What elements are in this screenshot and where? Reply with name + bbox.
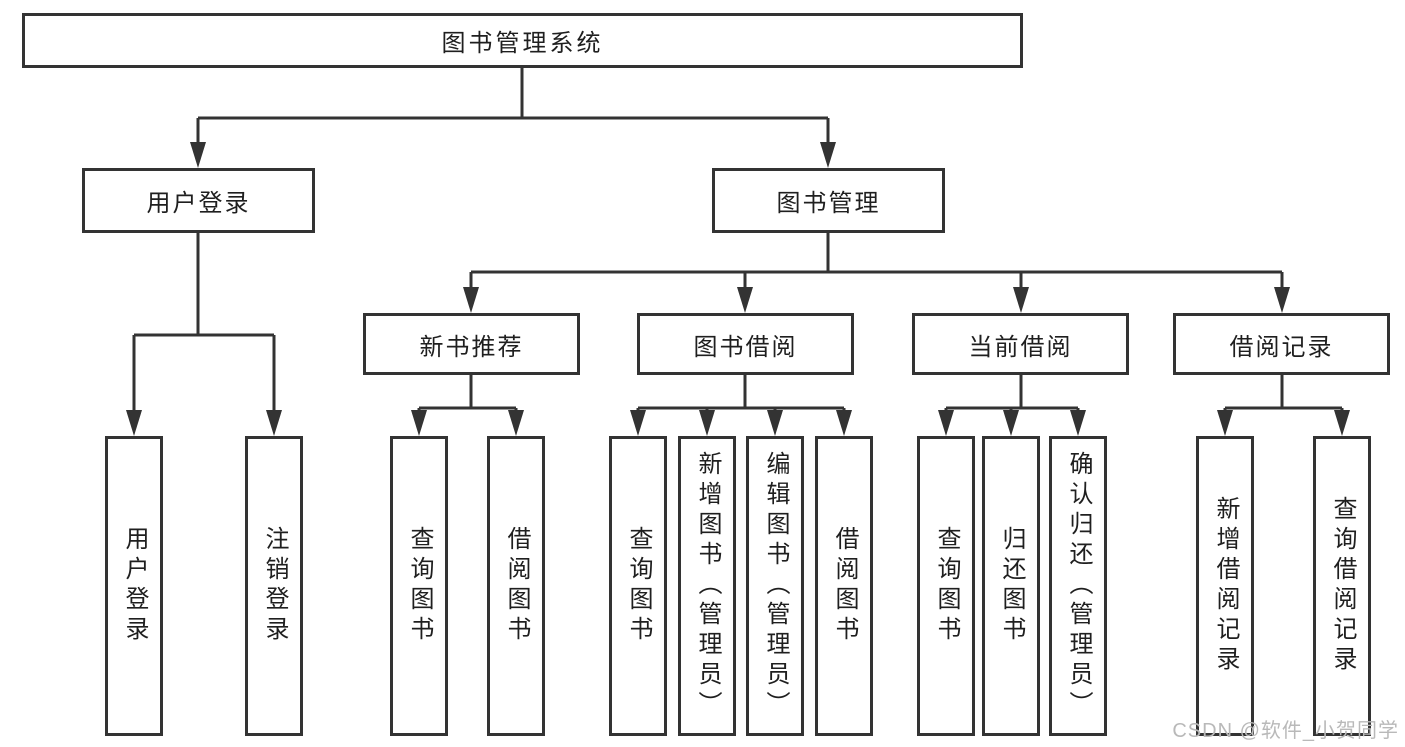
node-leaf-query-books-recommend: 查询图书 xyxy=(390,436,448,736)
node-current-borrow: 当前借阅 xyxy=(912,313,1129,375)
node-current-borrow-label: 当前借阅 xyxy=(968,333,1073,361)
node-leaf-logout: 注销登录 xyxy=(245,436,303,736)
node-book-borrow-label: 图书借阅 xyxy=(693,333,798,361)
node-borrow-records-label: 借阅记录 xyxy=(1229,333,1334,361)
node-leaf-query-books-borrow-label: 查询图书 xyxy=(625,526,652,646)
arrowhead-icon xyxy=(1003,410,1019,436)
node-leaf-borrow-books-recommend-label: 借阅图书 xyxy=(503,526,530,646)
arrowhead-icon xyxy=(266,410,282,436)
arrowhead-icon xyxy=(820,142,836,168)
arrowhead-icon xyxy=(1334,410,1350,436)
node-root-label: 图书管理系统 xyxy=(441,30,604,57)
node-borrow-records: 借阅记录 xyxy=(1173,313,1390,375)
node-new-book-recommend: 新书推荐 xyxy=(363,313,580,375)
node-leaf-query-borrow-record-label: 查询借阅记录 xyxy=(1329,496,1356,676)
arrowhead-icon xyxy=(463,287,479,313)
node-user-login-label: 用户登录 xyxy=(146,190,251,217)
node-book-borrow: 图书借阅 xyxy=(637,313,854,375)
arrowhead-icon xyxy=(508,410,524,436)
connector-book-borrow xyxy=(636,375,846,414)
node-book-management: 图书管理 xyxy=(712,168,945,233)
node-leaf-user-login-label: 用户登录 xyxy=(121,526,148,646)
node-new-book-recommend-label: 新书推荐 xyxy=(419,333,524,361)
arrowhead-icon xyxy=(1217,410,1233,436)
arrowhead-icon xyxy=(737,287,753,313)
arrowhead-icon xyxy=(411,410,427,436)
arrowhead-icon xyxy=(1013,287,1029,313)
connector-current-borrow xyxy=(944,375,1080,414)
node-leaf-borrow-books-label: 借阅图书 xyxy=(831,526,858,646)
node-leaf-edit-books-admin: 编辑图书（管理员） xyxy=(746,436,804,736)
arrowhead-icon xyxy=(836,410,852,436)
node-leaf-user-login: 用户登录 xyxy=(105,436,163,736)
arrowhead-icon xyxy=(938,410,954,436)
node-leaf-query-books-borrow: 查询图书 xyxy=(609,436,667,736)
connector-root xyxy=(196,68,830,144)
arrowhead-icon xyxy=(767,410,783,436)
node-leaf-query-books-recommend-label: 查询图书 xyxy=(406,526,433,646)
node-leaf-add-books-admin: 新增图书（管理员） xyxy=(678,436,736,736)
node-leaf-logout-label: 注销登录 xyxy=(261,526,288,646)
connector-borrow-records xyxy=(1223,375,1344,414)
node-leaf-borrow-books: 借阅图书 xyxy=(815,436,873,736)
node-book-management-label: 图书管理 xyxy=(776,190,881,217)
node-root: 图书管理系统 xyxy=(22,13,1023,68)
connector-new-book xyxy=(417,375,518,414)
node-leaf-query-books-current-label: 查询图书 xyxy=(933,526,960,646)
node-leaf-confirm-return-admin-label: 确认归还（管理员） xyxy=(1065,451,1092,721)
node-user-login: 用户登录 xyxy=(82,168,315,233)
arrowhead-icon xyxy=(126,410,142,436)
arrowhead-icon xyxy=(1274,287,1290,313)
node-leaf-confirm-return-admin: 确认归还（管理员） xyxy=(1049,436,1107,736)
node-leaf-return-books: 归还图书 xyxy=(982,436,1040,736)
watermark: CSDN @软件_小贺同学 xyxy=(1172,720,1399,742)
node-leaf-borrow-books-recommend: 借阅图书 xyxy=(487,436,545,736)
node-leaf-query-books-current: 查询图书 xyxy=(917,436,975,736)
node-leaf-edit-books-admin-label: 编辑图书（管理员） xyxy=(762,451,789,721)
connector-book-management xyxy=(469,233,1284,289)
connector-user-login xyxy=(132,233,276,412)
node-leaf-add-borrow-record-label: 新增借阅记录 xyxy=(1212,496,1239,676)
node-leaf-query-borrow-record: 查询借阅记录 xyxy=(1313,436,1371,736)
arrowhead-icon xyxy=(699,410,715,436)
arrowhead-icon xyxy=(1070,410,1086,436)
node-leaf-return-books-label: 归还图书 xyxy=(998,526,1025,646)
arrowhead-icon xyxy=(630,410,646,436)
node-leaf-add-books-admin-label: 新增图书（管理员） xyxy=(694,451,721,721)
node-leaf-add-borrow-record: 新增借阅记录 xyxy=(1196,436,1254,736)
arrowhead-icon xyxy=(190,142,206,168)
arrowheads xyxy=(126,142,1350,436)
